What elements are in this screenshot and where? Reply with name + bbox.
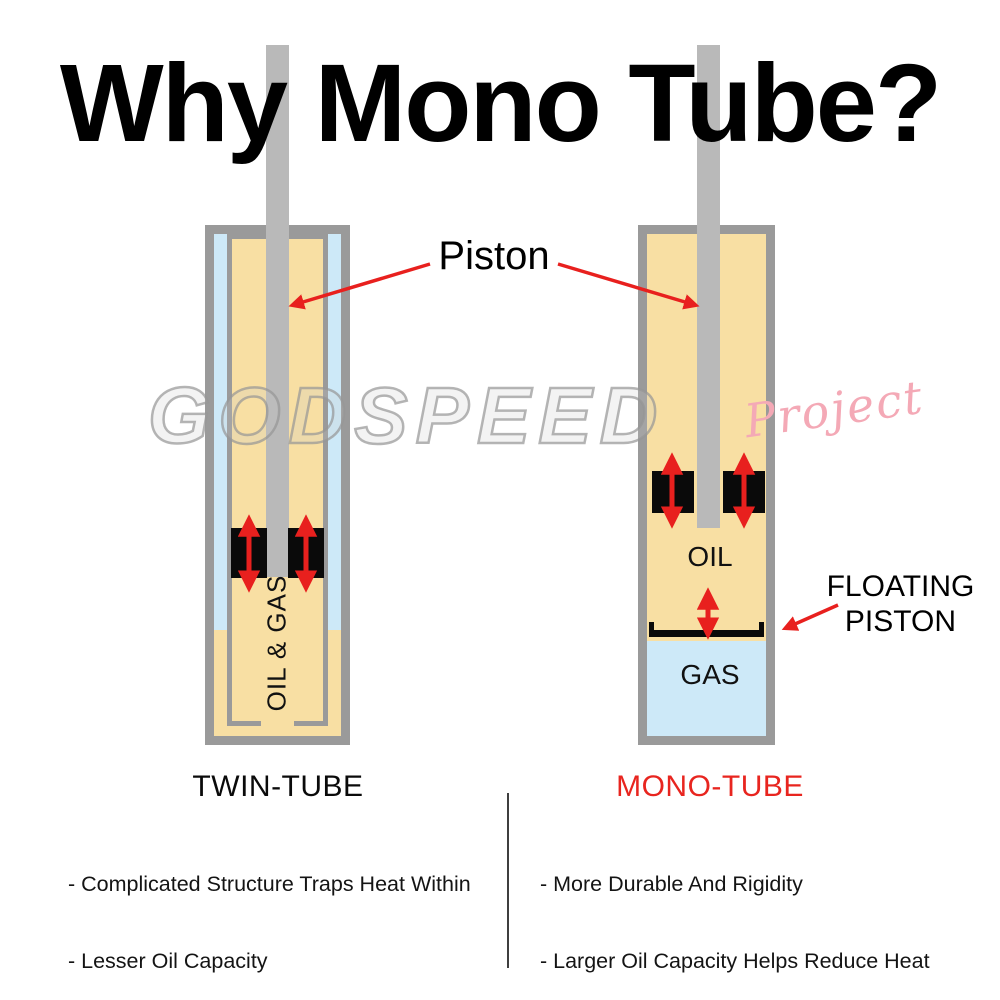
note-line: - More Durable And Rigidity: [540, 872, 803, 897]
piston-rod-right: [697, 45, 720, 528]
page-title: Why Mono Tube?: [59, 42, 942, 165]
mono-piston-block-left: [652, 471, 694, 513]
twin-tube-heading: TWIN-TUBE: [192, 770, 364, 803]
floating-piston-edge-left: [649, 622, 654, 632]
twin-tube-foot-valve-gap: [261, 721, 294, 726]
piston-callout-label: Piston: [438, 234, 550, 278]
gas-chamber: [647, 641, 766, 736]
mono-tube-heading: MONO-TUBE: [616, 770, 804, 803]
mono-piston-block-right: [723, 471, 765, 513]
piston-rod-left: [266, 45, 289, 577]
mono-tube-notes: - More Durable And Rigidity - Larger Oil…: [540, 821, 930, 1000]
note-line: - Larger Oil Capacity Helps Reduce Heat: [540, 948, 930, 973]
twin-piston-block-left: [231, 528, 267, 578]
note-line: - Lesser Oil Capacity: [68, 948, 268, 973]
watermark-brand: GODSPEED: [147, 370, 666, 462]
floating-piston-edge-right: [759, 622, 764, 632]
column-divider: [507, 793, 509, 968]
twin-tube-notes: - Complicated Structure Traps Heat Withi…: [68, 821, 478, 1000]
gas-label: GAS: [680, 659, 740, 690]
floating-piston-bar: [649, 622, 764, 637]
oil-label: OIL: [687, 541, 733, 572]
oil-and-gas-label: OIL & GAS: [261, 574, 292, 712]
note-line: - Complicated Structure Traps Heat Withi…: [68, 872, 471, 897]
twin-piston-block-right: [288, 528, 324, 578]
floating-piston-callout-label: FLOATING PISTON: [826, 570, 975, 638]
